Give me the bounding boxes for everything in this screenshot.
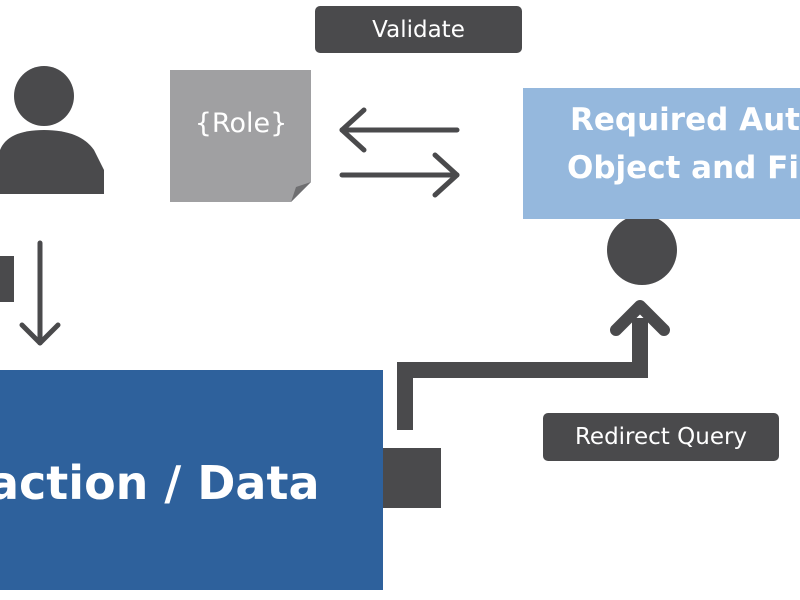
document-icon xyxy=(170,70,311,202)
exchange-arrows xyxy=(339,107,460,198)
transaction-box: action / Data xyxy=(0,370,383,590)
validate-label: Validate xyxy=(315,6,522,53)
redirect-query-label: Redirect Query xyxy=(543,413,779,461)
auth-object-line-1: Required Auth xyxy=(570,102,800,138)
user-icon xyxy=(0,66,104,194)
role-label: {Role} xyxy=(194,108,288,139)
down-arrow xyxy=(19,240,61,346)
left-edge-box xyxy=(0,256,14,302)
circle-node-icon xyxy=(607,215,677,285)
connector-square xyxy=(381,448,441,508)
auth-object-line-2: Object and Fie xyxy=(567,150,800,186)
transaction-label: action / Data xyxy=(0,456,320,510)
auth-object-box: Required Auth Object and Fie xyxy=(523,88,800,219)
redirect-connector xyxy=(397,300,670,430)
